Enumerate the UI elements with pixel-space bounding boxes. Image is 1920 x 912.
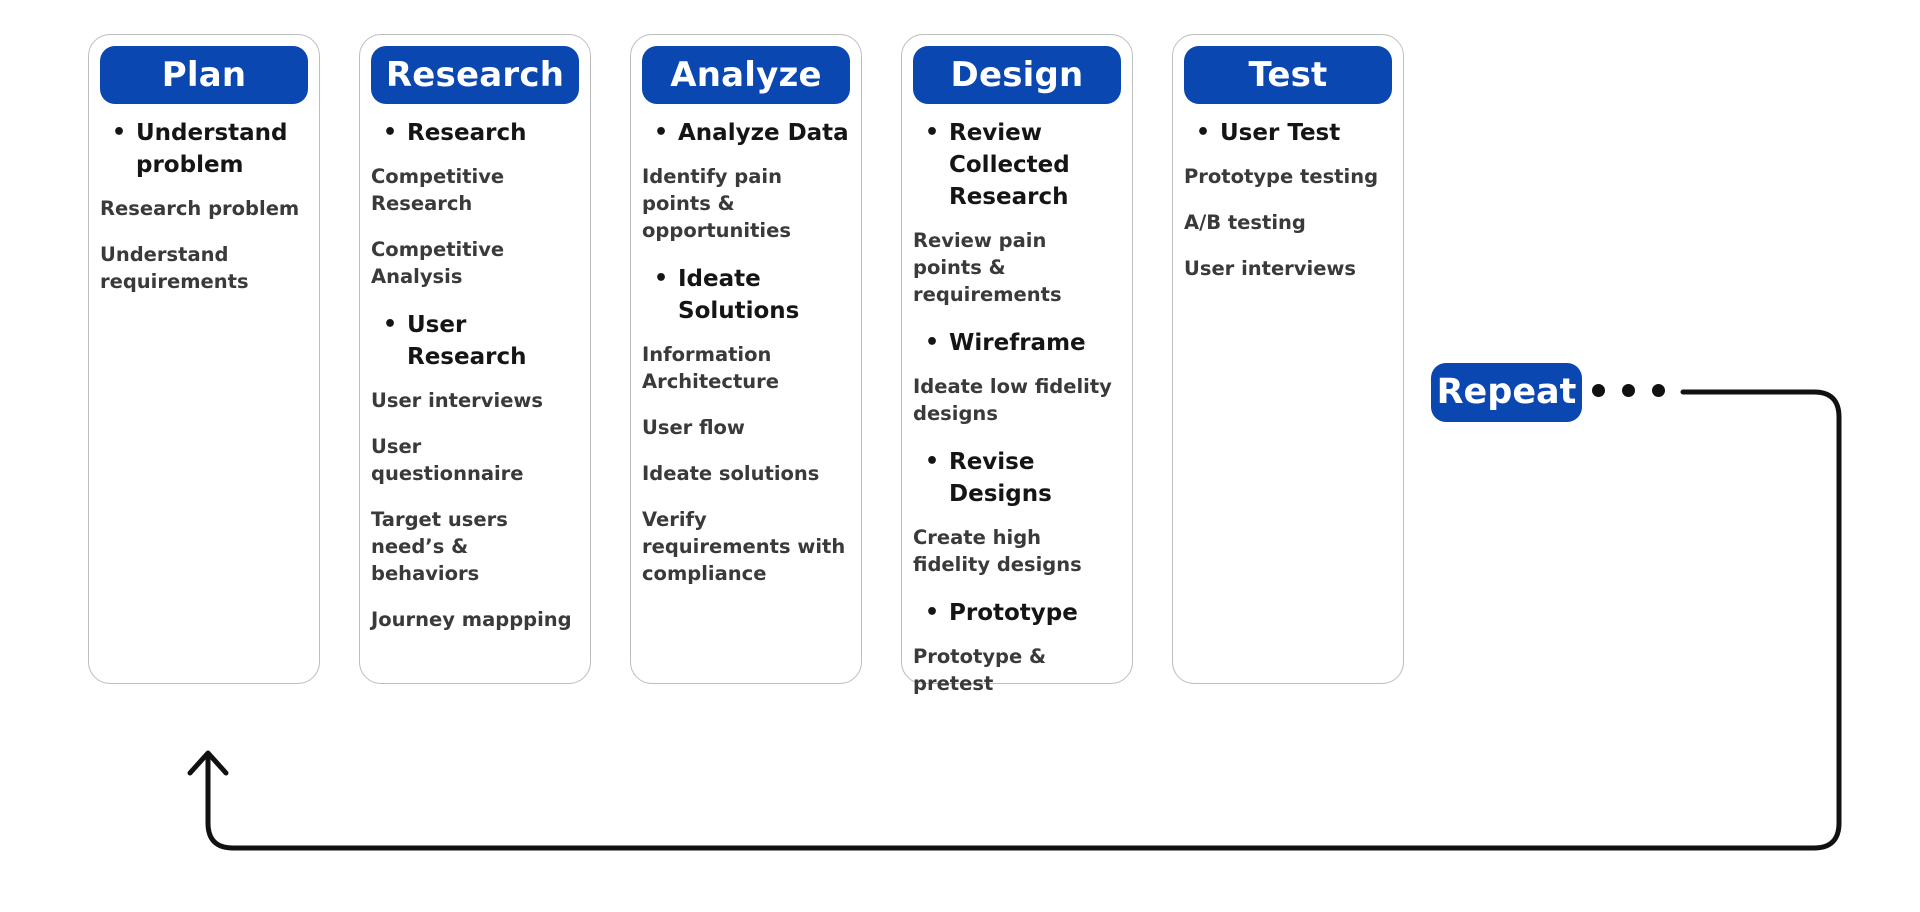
section-heading: • Review Collected Research [913, 117, 1121, 213]
task-item: Research problem [100, 197, 300, 220]
task-item: Competitive Research [371, 165, 505, 215]
ellipsis-icon [1592, 384, 1665, 397]
section-heading: • User Test [1184, 117, 1392, 149]
task-item: User questionnaire [371, 435, 524, 485]
section-heading-text: Prototype [949, 600, 1078, 626]
stage-title: Test [1184, 46, 1392, 104]
bullet-icon: • [925, 449, 940, 474]
section-heading-text: Review Collected Research [949, 120, 1070, 210]
bullet-icon: • [654, 266, 669, 291]
stage-title: Design [913, 46, 1121, 104]
section-heading-text: Revise Designs [949, 449, 1052, 507]
section-heading-text: User Research [407, 312, 527, 370]
section-heading: • Prototype [913, 597, 1121, 629]
task-item: Prototype & pretest [913, 645, 1047, 695]
stage-title: Research [371, 46, 579, 104]
section-heading: • Analyze Data [642, 117, 850, 149]
stage-title: Plan [100, 46, 308, 104]
task-item: Ideate solutions [642, 462, 820, 485]
bullet-icon: • [383, 120, 398, 145]
bullet-icon: • [383, 312, 398, 337]
task-item: Information Architecture [642, 343, 779, 393]
bullet-icon: • [925, 120, 940, 145]
section-heading: • User Research [371, 309, 579, 373]
task-item: A/B testing [1184, 211, 1306, 234]
task-item: Competitive Analysis [371, 238, 505, 288]
section-heading-text: Research [407, 120, 527, 146]
dot-2 [1622, 384, 1635, 397]
section-heading: • Wireframe [913, 327, 1121, 359]
task-item: Identify pain points & opportunities [642, 165, 791, 242]
bullet-icon: • [654, 120, 669, 145]
task-item: Ideate low fidelity designs [913, 375, 1112, 425]
dot-1 [1592, 384, 1605, 397]
task-item: Create high fidelity designs [913, 526, 1082, 576]
section-heading-text: Understand problem [136, 120, 288, 178]
up-arrow-head-icon [187, 750, 229, 776]
task-item: User interviews [1184, 257, 1357, 280]
bullet-icon: • [925, 330, 940, 355]
stage-title: Analyze [642, 46, 850, 104]
section-heading: • Understand problem [100, 117, 308, 181]
task-item: User interviews [371, 389, 544, 412]
section-heading: • Revise Designs [913, 446, 1121, 510]
section-heading-text: Wireframe [949, 330, 1086, 356]
bullet-icon: • [112, 120, 127, 145]
task-item: Prototype testing [1184, 165, 1379, 188]
task-item: Understand requirements [100, 243, 249, 293]
section-heading-text: Ideate Solutions [678, 266, 800, 324]
task-item: Journey mappping [371, 608, 572, 631]
bullet-icon: • [1196, 120, 1211, 145]
task-item: User flow [642, 416, 745, 439]
task-item: Verify requirements with compliance [642, 508, 846, 585]
section-heading: • Research [371, 117, 579, 149]
task-item: Target users need’s & behaviors [371, 508, 508, 585]
repeat-badge: Repeat [1431, 363, 1582, 422]
section-heading-text: Analyze Data [678, 120, 849, 146]
section-heading-text: User Test [1220, 120, 1341, 146]
section-heading: • Ideate Solutions [642, 263, 850, 327]
bullet-icon: • [925, 600, 940, 625]
task-item: Review pain points & requirements [913, 229, 1062, 306]
dot-3 [1652, 384, 1665, 397]
